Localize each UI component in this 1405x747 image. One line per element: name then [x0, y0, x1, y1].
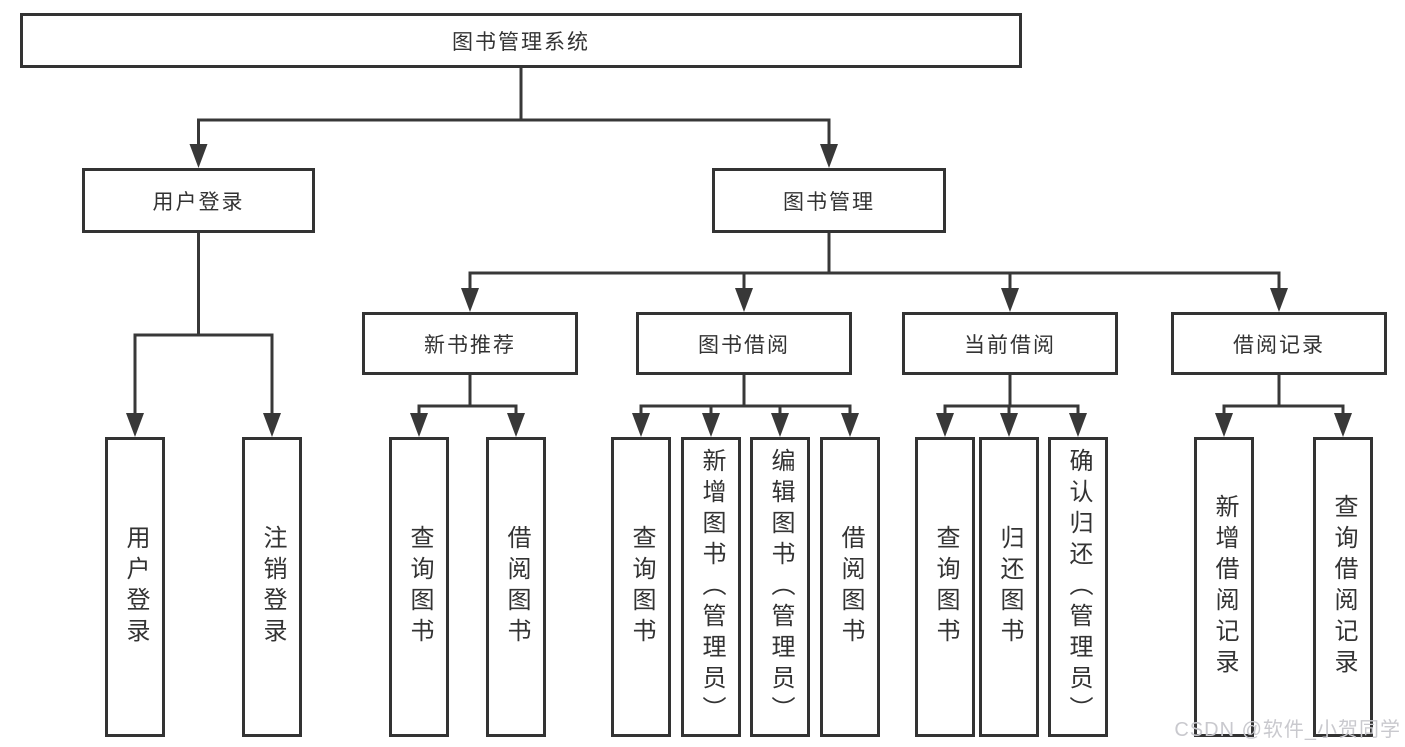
arrow-down-icon: [1000, 413, 1018, 437]
leaf-user-login: 用户登录: [105, 437, 165, 737]
connector-book-management: [468, 233, 1281, 296]
arrow-down-icon: [735, 288, 753, 312]
arrow-down-icon: [461, 288, 479, 312]
leaf-query-books-recommend: 查询图书: [389, 437, 449, 737]
arrow-down-icon: [1001, 288, 1019, 312]
leaf-borrow-books-recommend: 借阅图书: [486, 437, 546, 737]
leaf-query-borrow-record: 查询借阅记录: [1313, 437, 1373, 737]
arrow-down-icon: [1270, 288, 1288, 312]
connector-new-book-recommendation: [417, 375, 518, 421]
arrow-down-icon: [507, 413, 525, 437]
arrow-down-icon: [126, 413, 144, 437]
connector-book-borrowing: [639, 375, 852, 421]
watermark: CSDN @软件_小贺同学: [1174, 719, 1401, 741]
leaf-return-books: 归还图书: [979, 437, 1039, 737]
arrow-down-icon: [936, 413, 954, 437]
connector-root: [197, 68, 831, 152]
leaf-query-books-borrow: 查询图书: [611, 437, 671, 737]
arrow-down-icon: [771, 413, 789, 437]
leaf-query-books-current: 查询图书: [915, 437, 975, 737]
node-root: 图书管理系统: [20, 13, 1022, 68]
arrow-down-icon: [820, 144, 838, 168]
node-user-login: 用户登录: [82, 168, 315, 233]
node-book-borrowing: 图书借阅: [636, 312, 852, 375]
leaf-edit-books-admin: 编辑图书（管理员）: [750, 437, 810, 737]
node-new-book-recommendation: 新书推荐: [362, 312, 578, 375]
arrow-down-icon: [841, 413, 859, 437]
leaf-confirm-return-admin: 确认归还（管理员）: [1048, 437, 1108, 737]
leaf-add-books-admin: 新增图书（管理员）: [681, 437, 741, 737]
arrow-down-icon: [1334, 413, 1352, 437]
node-current-borrowing: 当前借阅: [902, 312, 1118, 375]
connector-current-borrowing: [943, 375, 1080, 421]
leaf-logout: 注销登录: [242, 437, 302, 737]
node-book-management: 图书管理: [712, 168, 946, 233]
arrow-down-icon: [189, 144, 208, 168]
arrow-down-icon: [702, 413, 720, 437]
arrow-down-icon: [1215, 413, 1233, 437]
node-borrowing-records: 借阅记录: [1171, 312, 1387, 375]
arrow-down-icon: [632, 413, 650, 437]
connector-user-login: [133, 233, 274, 421]
arrow-down-icon: [410, 413, 428, 437]
arrow-down-icon: [263, 413, 281, 437]
leaf-borrow-books: 借阅图书: [820, 437, 880, 737]
leaf-add-borrow-record: 新增借阅记录: [1194, 437, 1254, 737]
connector-borrowing-records: [1222, 375, 1345, 421]
arrow-down-icon: [1069, 413, 1087, 437]
